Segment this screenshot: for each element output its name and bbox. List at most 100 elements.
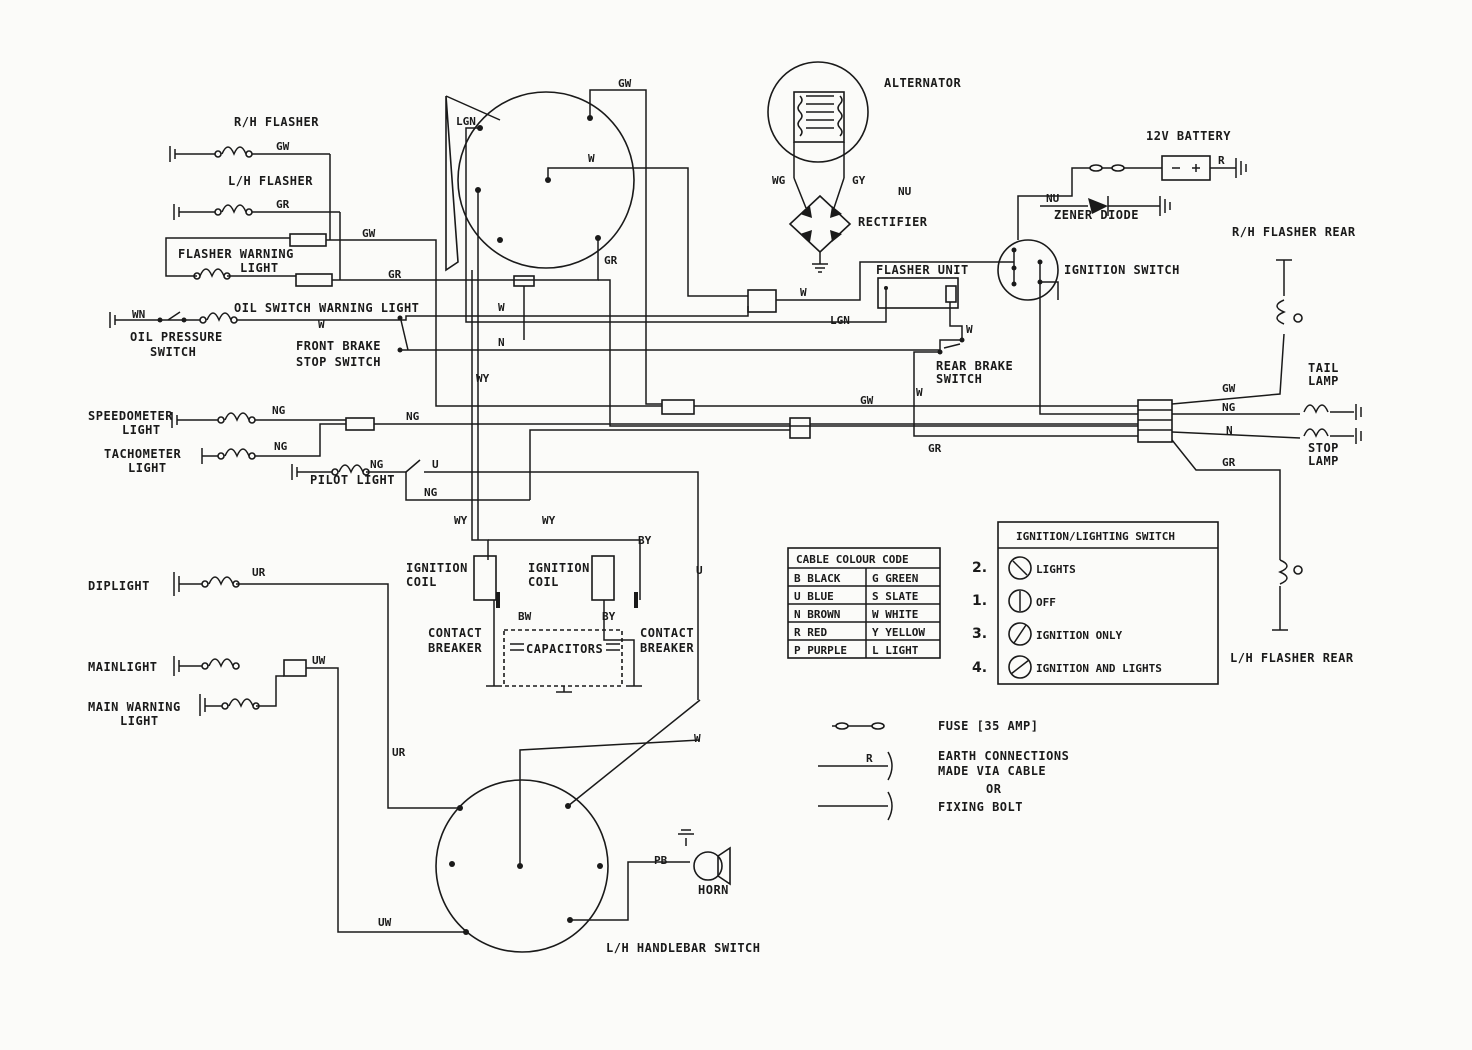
wire-label: N <box>498 336 505 349</box>
wire-label: NG <box>272 404 286 417</box>
wire-label: U <box>432 458 439 471</box>
wire-label: WN <box>132 308 145 321</box>
lh-handlebar-switch <box>435 779 609 953</box>
wire-label: R <box>866 752 873 765</box>
legend: FUSE [35 AMP] R EARTH CONNECTIONS MADE V… <box>818 719 1069 821</box>
wire-label: NG <box>424 486 438 499</box>
earth-bolt-icon <box>887 791 893 821</box>
label-lh-flasher: L/H FLASHER <box>228 174 313 188</box>
label-pilot-light: PILOT LIGHT <box>310 473 395 487</box>
wire-label: W <box>916 386 923 399</box>
rectifier <box>788 177 852 273</box>
wire-label: PB <box>654 854 668 867</box>
wire-label: GW <box>1222 382 1236 395</box>
label-oil-pressure: OIL PRESSURE <box>130 330 223 344</box>
wire-label: WY <box>542 514 556 527</box>
ignition-switch <box>997 239 1059 301</box>
colour-cell: R RED <box>794 626 827 639</box>
label-contact-breaker-right: BREAKER <box>640 641 694 655</box>
wire-label: GY <box>852 174 866 187</box>
legend-earth: MADE VIA CABLE <box>938 764 1046 778</box>
switch-pos-num: 3. <box>972 626 987 642</box>
label-capacitors: CAPACITORS <box>526 642 603 656</box>
wire-label: BY <box>638 534 652 547</box>
fuse-icon <box>835 722 849 730</box>
wire-label: LGN <box>830 314 850 327</box>
wire-label: W <box>318 318 325 331</box>
wire-label: W <box>694 732 701 745</box>
ignition-lighting-switch-table: IGNITION/LIGHTING SWITCH 2. 1. 3. 4. LIG… <box>972 521 1219 685</box>
wiring <box>165 89 1301 933</box>
switch-off-icon <box>1008 589 1032 613</box>
wire-label: GW <box>618 77 632 90</box>
label-zener: ZENER DIODE <box>1054 208 1139 222</box>
rear-lamps <box>1272 259 1362 631</box>
label-ignition-coil-right: IGNITION <box>528 561 590 575</box>
colour-cell: Y YELLOW <box>872 626 925 639</box>
wire-label: UW <box>378 916 392 929</box>
label-horn: HORN <box>698 883 729 897</box>
wire-label: GR <box>388 268 402 281</box>
label-alternator: ALTERNATOR <box>884 76 962 90</box>
wire-label: GR <box>276 198 290 211</box>
label-rear-brake: REAR BRAKE <box>936 359 1013 373</box>
wire-label: GW <box>276 140 290 153</box>
label-ignition-coil-right: COIL <box>528 575 559 589</box>
wire-label: GR <box>1222 456 1236 469</box>
switch-pos-label: IGNITION ONLY <box>1036 629 1122 642</box>
wire-label: GR <box>604 254 618 267</box>
wire-label: W <box>498 301 505 314</box>
switch-lights-icon <box>1008 556 1032 580</box>
label-rh-flasher: R/H FLASHER <box>234 115 319 129</box>
wire-label: NG <box>406 410 420 423</box>
ignition-coils <box>473 555 638 608</box>
wire-label: WY <box>454 514 468 527</box>
label-speedometer: SPEEDOMETER <box>88 409 173 423</box>
wire-label: GR <box>928 442 942 455</box>
wire-label: W <box>588 152 595 165</box>
colour-cell: B BLACK <box>794 572 841 585</box>
rear-brake-switch <box>937 337 965 355</box>
wire-label: BY <box>602 610 616 623</box>
wire-label: W <box>800 286 807 299</box>
left-lamps <box>109 146 370 716</box>
colour-cell: S SLATE <box>872 590 918 603</box>
wire-labels: GW GW GR GW GR LGN W GR W W N WY W LGN W… <box>132 77 1236 929</box>
wire-label: NG <box>1222 401 1236 414</box>
label-rectifier: RECTIFIER <box>858 215 928 229</box>
label-lh-handlebar-switch: L/H HANDLEBAR SWITCH <box>606 941 761 955</box>
colour-cell: N BROWN <box>794 608 840 621</box>
wire-label: NG <box>274 440 288 453</box>
label-front-brake: STOP SWITCH <box>296 355 381 369</box>
wire-label: GW <box>362 227 376 240</box>
label-rear-brake: SWITCH <box>936 372 982 386</box>
colour-cell: W WHITE <box>872 608 918 621</box>
switch-pos-num: 2. <box>972 560 987 576</box>
colour-cell: U BLUE <box>794 590 834 603</box>
switch-ign-lights-icon <box>1008 655 1032 679</box>
colour-cell: G GREEN <box>872 572 918 585</box>
alternator <box>767 61 869 178</box>
label-contact-breaker-left: BREAKER <box>428 641 482 655</box>
flasher-unit <box>877 277 959 309</box>
label-ignition-coil-left: COIL <box>406 575 437 589</box>
switch-pos-num: 4. <box>972 660 987 676</box>
wire-label: BW <box>518 610 532 623</box>
wire-label: WG <box>772 174 786 187</box>
switch-pos-label: IGNITION AND LIGHTS <box>1036 662 1162 675</box>
label-contact-breaker-right: CONTACT <box>640 626 694 640</box>
zener-diode <box>1040 196 1171 216</box>
earth-cable-icon <box>887 751 893 781</box>
label-tachometer: TACHOMETER <box>104 447 182 461</box>
wire-label: NG <box>370 458 384 471</box>
cable-colour-table: CABLE COLOUR CODE B BLACK G GREEN U BLUE… <box>787 547 941 659</box>
wire-label: LGN <box>456 115 476 128</box>
label-flasher-warning: LIGHT <box>240 261 279 275</box>
wire-label: GW <box>860 394 874 407</box>
label-oil-switch-warning: OIL SWITCH WARNING LIGHT <box>234 301 419 315</box>
wire-label: UR <box>252 566 266 579</box>
label-main-warning: MAIN WARNING <box>88 700 181 714</box>
wire-label: WY <box>476 372 490 385</box>
